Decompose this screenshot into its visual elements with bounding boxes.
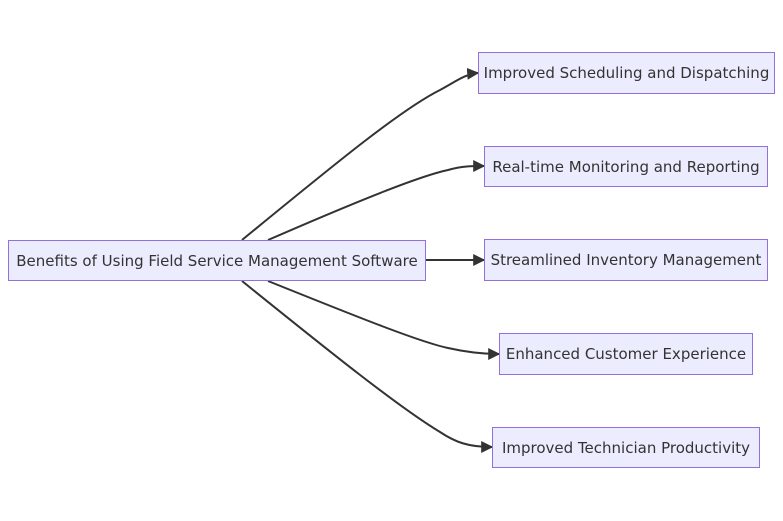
node-scheduling-dispatching: Improved Scheduling and Dispatching [478,52,775,94]
node-label: Enhanced Customer Experience [505,345,747,363]
node-root: Benefits of Using Field Service Manageme… [8,240,426,281]
node-technician-productivity: Improved Technician Productivity [492,427,760,468]
node-label: Streamlined Inventory Management [490,251,762,269]
node-monitoring-reporting: Real-time Monitoring and Reporting [484,146,768,187]
node-label: Real-time Monitoring and Reporting [492,157,760,176]
node-label: Improved Scheduling and Dispatching [483,64,770,82]
node-customer-experience: Enhanced Customer Experience [499,333,753,375]
node-inventory-management: Streamlined Inventory Management [484,239,768,281]
edge-root-to-scheduling [241,67,480,241]
edge-root-to-productivity [241,280,494,453]
node-label: Improved Technician Productivity [501,438,751,457]
node-root-label: Benefits of Using Field Service Manageme… [16,251,418,270]
edge-root-to-customer [267,280,501,360]
edge-root-to-monitoring [267,160,486,241]
